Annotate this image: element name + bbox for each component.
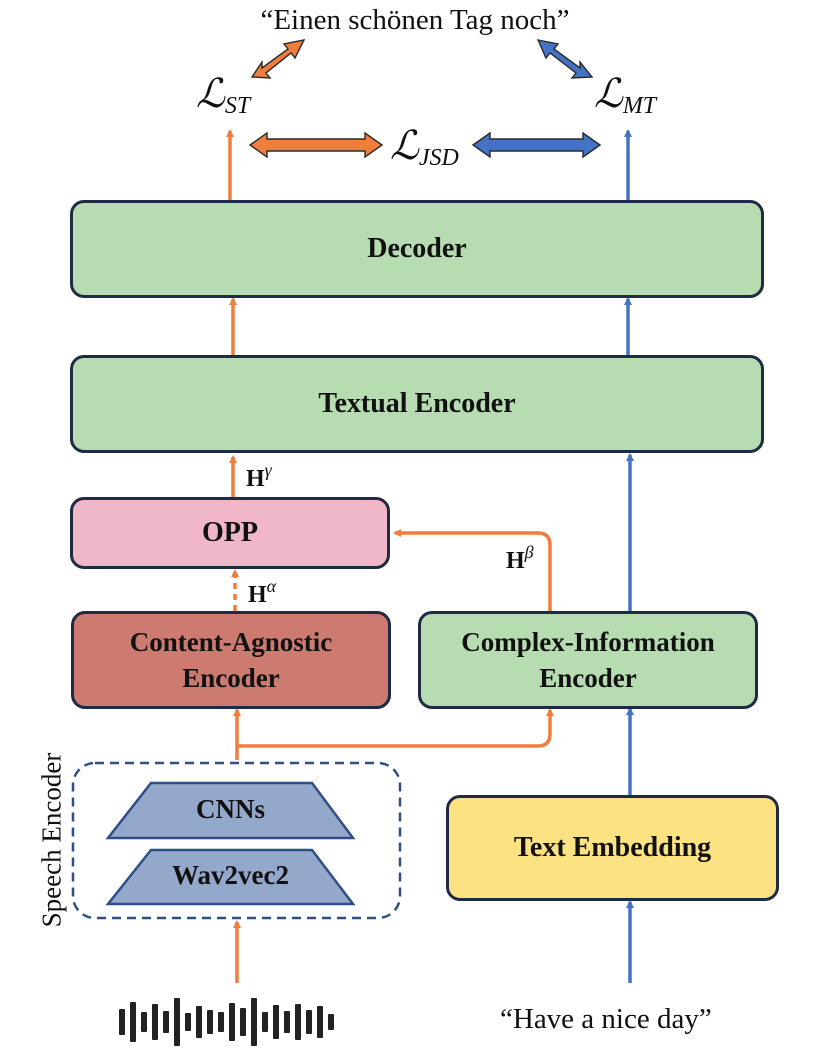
loss-st: ℒST <box>196 71 251 119</box>
complex-information-encoder-block: Complex-Information Encoder <box>418 611 758 709</box>
textual-encoder-block: Textual Encoder <box>70 355 764 453</box>
cnns-block <box>105 781 356 840</box>
loss-jsd: ℒJSD <box>390 123 459 171</box>
loss-mt: ℒMT <box>594 71 657 119</box>
st-target-double-arrow <box>250 39 306 79</box>
h-gamma-label: Hγ <box>246 460 272 492</box>
wav2vec2-label: Wav2vec2 <box>172 860 289 890</box>
complex-information-encoder-label: Complex-Information Encoder <box>461 626 715 693</box>
source-sentence: “Have a nice day” <box>500 1003 712 1035</box>
text-embedding-block: Text Embedding <box>446 795 779 901</box>
content-agnostic-encoder-label: Content-Agnostic Encoder <box>129 626 333 693</box>
speech-encoder-label: Speech Encoder <box>36 752 67 928</box>
text-flow-arrows <box>624 129 634 983</box>
h-beta-label: Hβ <box>506 542 534 574</box>
cnns-label: CNNs <box>195 794 265 824</box>
content-agnostic-encoder-block: Content-Agnostic Encoder <box>71 611 391 709</box>
mt-target-double-arrow <box>536 39 594 79</box>
decoder-block: Decoder <box>70 200 764 298</box>
opp-block: OPP <box>70 497 390 569</box>
h-alpha-label: Hα <box>248 576 277 608</box>
speech-encoder-container <box>71 761 402 920</box>
jsd-orange-double-arrow <box>248 131 384 159</box>
decoder-label: Decoder <box>367 233 467 265</box>
target-sentence: “Einen schönen Tag noch” <box>260 4 570 36</box>
speech-flow-arrows <box>226 129 554 983</box>
wav2vec2-block <box>105 848 356 906</box>
text-embedding-label: Text Embedding <box>513 832 712 864</box>
audio-waveform-icon <box>119 998 334 1046</box>
opp-label: OPP <box>202 517 258 549</box>
textual-encoder-label: Textual Encoder <box>318 388 516 420</box>
jsd-blue-double-arrow <box>471 131 602 159</box>
